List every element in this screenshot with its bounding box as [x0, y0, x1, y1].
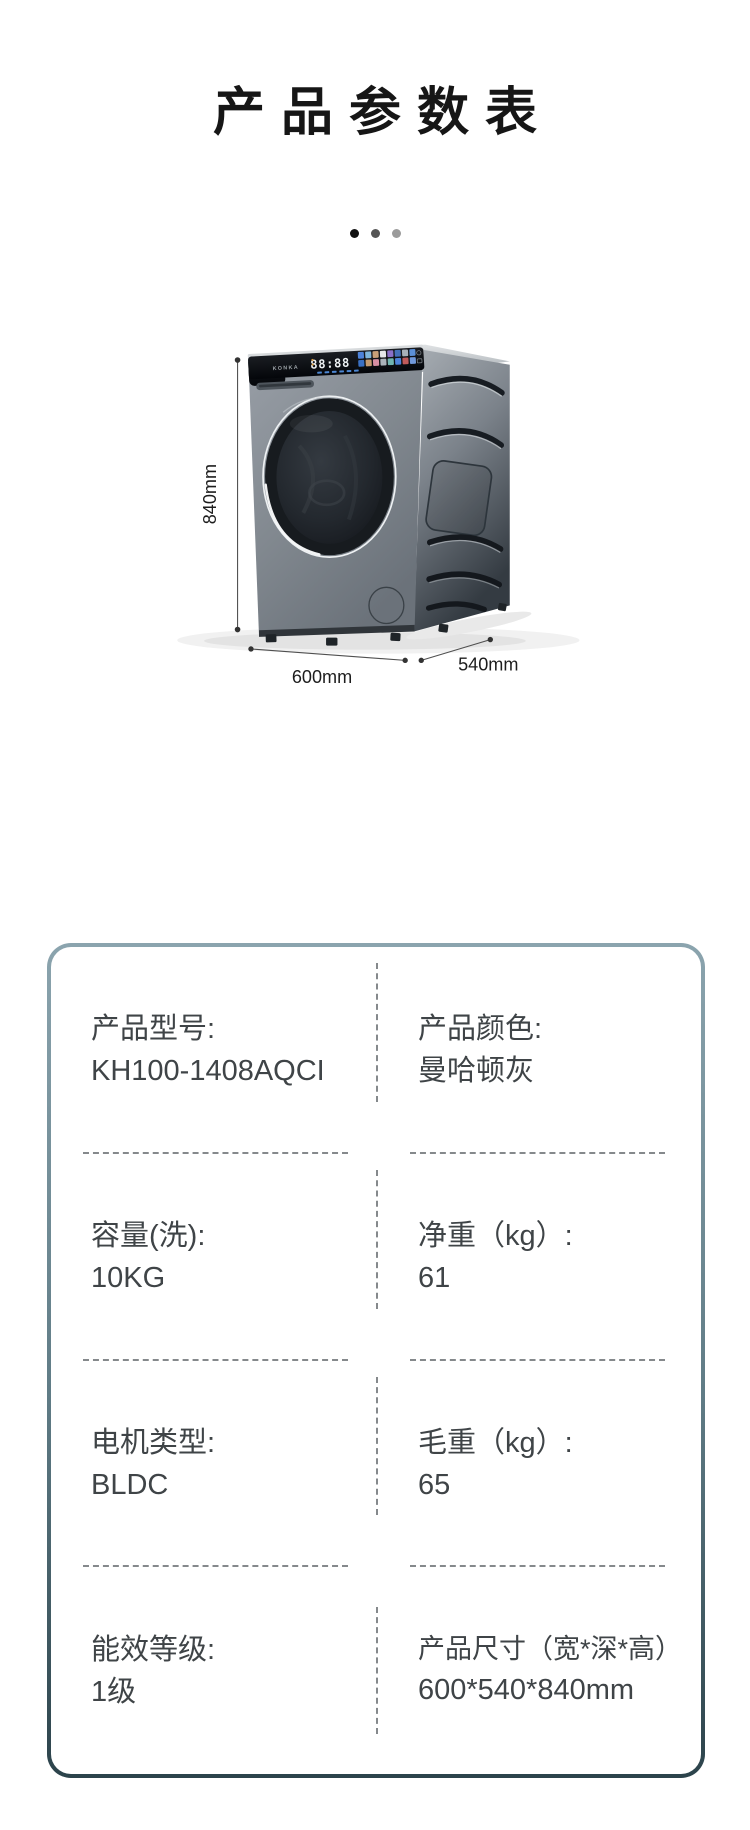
column-divider: [376, 1607, 378, 1734]
spec-label: 净重（kg）:: [418, 1220, 573, 1253]
spec-value: 曼哈顿灰: [418, 1055, 535, 1088]
spec-cell-size: 产品尺寸（宽*深*高） 600*540*840mm: [376, 1567, 701, 1774]
spec-label: 产品型号:: [91, 1013, 216, 1046]
spec-label: 能效等级:: [91, 1633, 216, 1666]
spec-value: 10KG: [91, 1262, 166, 1295]
door-handle: [256, 380, 314, 391]
spec-cell-capacity: 容量(洗): 10KG: [51, 1154, 376, 1361]
washer-door: [262, 395, 397, 558]
dimension-annotations: 840mm 600mm 540mm: [200, 357, 518, 687]
machine-illustration: KONKA 88:88: [177, 344, 580, 654]
spec-label: 产品颜色:: [418, 1013, 543, 1046]
carousel-dot[interactable]: [370, 229, 380, 238]
panel-indicator-pills: [317, 369, 359, 374]
spec-row-energy-size: 能效等级: 1级 产品尺寸（宽*深*高） 600*540*840mm: [51, 1567, 701, 1774]
spec-row-capacity-netweight: 容量(洗): 10KG 净重（kg）: 61: [51, 1154, 701, 1361]
depth-label: 540mm: [458, 654, 518, 674]
column-divider: [376, 963, 378, 1102]
machine-base-strip: [259, 624, 415, 637]
spec-value: BLDC: [91, 1468, 169, 1501]
column-divider: [376, 1376, 378, 1516]
machine-side-panel: [413, 349, 510, 632]
spec-value: 65: [418, 1468, 451, 1501]
spec-label: 容量(洗):: [91, 1220, 206, 1253]
spec-value: KH100-1408AQCI: [91, 1055, 325, 1088]
spec-cell-model: 产品型号: KH100-1408AQCI: [51, 947, 376, 1154]
panel-display: 88:88: [310, 356, 350, 372]
spec-row-model-color: 产品型号: KH100-1408AQCI 产品颜色: 曼哈顿灰: [51, 947, 701, 1154]
spec-label: 电机类型:: [91, 1426, 216, 1459]
spec-row-motor-grossweight: 电机类型: BLDC 毛重（kg）: 65: [51, 1361, 701, 1568]
dimension-height: 840mm: [200, 357, 241, 633]
page-title: 产品参数表: [212, 84, 553, 142]
spec-value: 61: [418, 1262, 451, 1295]
power-icon: [416, 350, 422, 356]
column-divider: [376, 1169, 378, 1309]
height-label: 840mm: [200, 464, 220, 524]
side-grooves: [425, 375, 505, 613]
machine-feet: [265, 602, 507, 646]
program-icons: [357, 349, 417, 367]
carousel-indicator: [0, 229, 750, 238]
spec-cell-energy: 能效等级: 1级: [51, 1567, 376, 1774]
spec-value: 600*540*840mm: [418, 1674, 635, 1707]
spec-table: 产品型号: KH100-1408AQCI 产品颜色: 曼哈顿灰 容量(洗): 1…: [47, 943, 705, 1778]
spec-cell-gross-weight: 毛重（kg）: 65: [376, 1361, 701, 1568]
spec-value: 1级: [91, 1675, 137, 1708]
spec-table-inner: 产品型号: KH100-1408AQCI 产品颜色: 曼哈顿灰 容量(洗): 1…: [51, 947, 701, 1774]
spec-cell-net-weight: 净重（kg）: 61: [376, 1154, 701, 1361]
spec-cell-color: 产品颜色: 曼哈顿灰: [376, 947, 701, 1154]
side-emboss-panel: [425, 460, 493, 537]
carousel-dot[interactable]: [391, 229, 401, 238]
control-panel: KONKA 88:88: [247, 344, 425, 386]
spec-cell-motor: 电机类型: BLDC: [51, 1361, 376, 1568]
dimension-width: 600mm: [248, 646, 408, 687]
carousel-dot-active[interactable]: [349, 229, 359, 238]
dimension-depth: 540mm: [418, 636, 518, 674]
width-label: 600mm: [292, 667, 352, 687]
washing-machine-figure: KONKA 88:88: [177, 344, 580, 687]
spec-label: 产品尺寸（宽*深*高）: [418, 1634, 683, 1665]
brand-logo: KONKA: [273, 365, 300, 372]
spec-label: 毛重（kg）:: [418, 1426, 573, 1459]
service-door: [368, 586, 405, 625]
